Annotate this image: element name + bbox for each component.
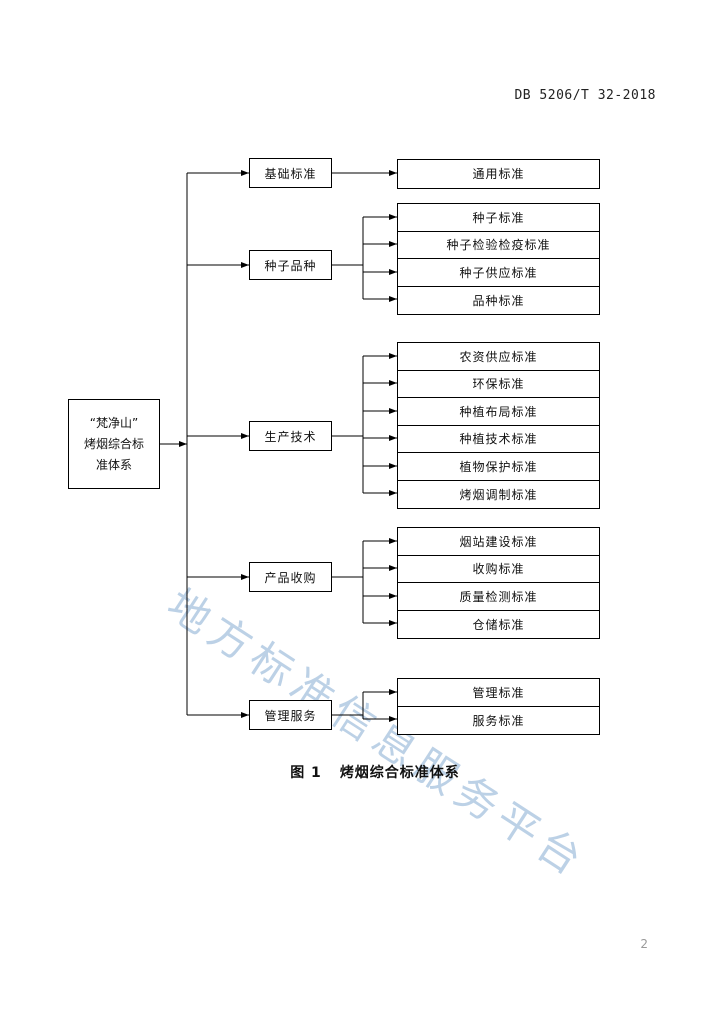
figure-caption-label: 图 1	[290, 765, 322, 781]
leaf-node: 种子标准	[398, 204, 599, 232]
leaf-node: 烤烟调制标准	[398, 480, 599, 508]
branch-node-seed-variety: 种子品种	[249, 250, 332, 280]
leaf-node: 种植技术标准	[398, 425, 599, 453]
leaf-node: 环保标准	[398, 370, 599, 398]
figure-caption: 图 1 烤烟综合标准体系	[0, 762, 724, 782]
page-number: 2	[640, 937, 648, 951]
branch-node-basic-standards: 基础标准	[249, 158, 332, 188]
leaf-group-production-technology: 农资供应标准 环保标准 种植布局标准 种植技术标准 植物保护标准 烤烟调制标准	[397, 342, 600, 509]
root-node-line: 准体系	[95, 457, 132, 472]
standard-number: DB 5206/T 32-2018	[514, 88, 656, 103]
leaf-group-product-purchase: 烟站建设标准 收购标准 质量检测标准 仓储标准	[397, 527, 600, 639]
root-node-line: “梵净山”	[89, 415, 139, 430]
leaf-node: 品种标准	[398, 286, 599, 314]
leaf-node: 种子供应标准	[398, 259, 599, 287]
leaf-node: 植物保护标准	[398, 453, 599, 481]
figure-caption-title: 烤烟综合标准体系	[339, 765, 460, 781]
root-node-line: 烤烟综合标	[83, 436, 144, 451]
leaf-node: 服务标准	[398, 706, 599, 734]
leaf-node: 种植布局标准	[398, 398, 599, 426]
leaf-node: 烟站建设标准	[398, 528, 599, 556]
leaf-group-seed-variety: 种子标准 种子检验检疫标准 种子供应标准 品种标准	[397, 203, 600, 315]
leaf-node: 仓储标准	[398, 610, 599, 638]
leaf-node: 质量检测标准	[398, 583, 599, 611]
leaf-node: 农资供应标准	[398, 343, 599, 371]
leaf-group-management-service: 管理标准 服务标准	[397, 678, 600, 735]
leaf-group-basic-standards: 通用标准	[397, 159, 600, 189]
branch-node-production-technology: 生产技术	[249, 421, 332, 451]
leaf-node: 通用标准	[398, 160, 599, 188]
leaf-node: 种子检验检疫标准	[398, 231, 599, 259]
root-node: “梵净山” 烤烟综合标 准体系	[68, 399, 160, 489]
branch-node-management-service: 管理服务	[249, 700, 332, 730]
leaf-node: 收购标准	[398, 555, 599, 583]
leaf-node: 管理标准	[398, 679, 599, 707]
branch-node-product-purchase: 产品收购	[249, 562, 332, 592]
